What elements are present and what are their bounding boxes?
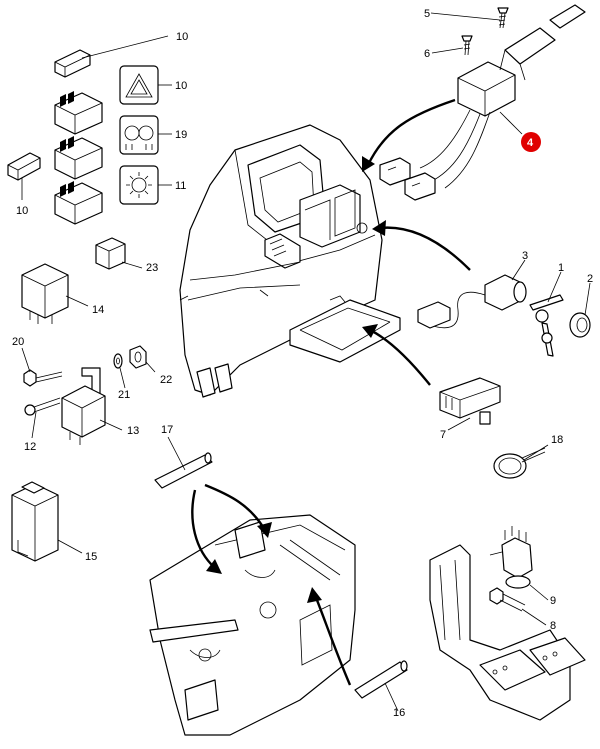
callout-22: 21 xyxy=(118,389,130,401)
callout-1: 1 xyxy=(558,262,564,274)
key-ring-2[interactable] xyxy=(569,312,591,338)
callout-15: 14 xyxy=(92,304,104,316)
callout-3: 3 xyxy=(522,250,528,262)
callout-13: 12 xyxy=(24,441,36,453)
brake-pedals xyxy=(429,544,586,721)
dashboard-cowl xyxy=(179,124,383,398)
callout-10-top: 10 xyxy=(176,31,188,43)
flasher-unit-16[interactable] xyxy=(11,481,59,562)
assembly-arrows xyxy=(191,98,471,686)
rocker-switch-20[interactable] xyxy=(54,136,103,180)
switch-mount-tray xyxy=(289,295,401,363)
callout-24: 23 xyxy=(146,262,158,274)
callout-18: 17 xyxy=(161,424,173,436)
ignition-key-1[interactable] xyxy=(529,294,564,357)
headlight-icon xyxy=(119,115,159,155)
light-switch-4[interactable] xyxy=(379,4,586,201)
rocker-switch-12[interactable] xyxy=(54,181,103,225)
callout-17: 16 xyxy=(393,707,405,719)
callout-6: 6 xyxy=(424,48,430,60)
pedal-switch-9[interactable] xyxy=(489,526,533,589)
pin-17[interactable] xyxy=(354,660,408,699)
callout-23: 22 xyxy=(160,374,172,386)
callout-2: 2 xyxy=(587,273,593,285)
screw-6[interactable] xyxy=(461,35,473,56)
callout-10-bottom: 10 xyxy=(16,205,28,217)
ignition-switch-3[interactable] xyxy=(417,274,527,329)
pedal-bracket-frame xyxy=(149,514,356,736)
callout-14: 13 xyxy=(127,425,139,437)
callout-19: 18 xyxy=(551,434,563,446)
cable-tie-19[interactable] xyxy=(493,447,546,479)
callout-5: 5 xyxy=(424,8,430,20)
washer-22[interactable] xyxy=(113,353,123,369)
callout-16: 15 xyxy=(85,551,97,563)
callout-12: 11 xyxy=(175,180,186,192)
highlight-badge-4[interactable] xyxy=(521,132,541,152)
callout-4: 4 xyxy=(527,137,534,149)
rocker-switch-11[interactable] xyxy=(54,91,103,135)
screw-13[interactable] xyxy=(24,397,61,416)
bolt-21[interactable] xyxy=(23,369,63,387)
switch-cover-10-bottom[interactable] xyxy=(7,152,41,181)
connector-block-7[interactable] xyxy=(439,377,501,425)
callout-20: 19 xyxy=(175,129,187,141)
pin-18[interactable] xyxy=(154,452,213,489)
hazard-warning-icon xyxy=(119,65,159,105)
callout-9: 9 xyxy=(550,595,556,607)
relay-24[interactable] xyxy=(95,237,126,270)
switch-cover-10-top[interactable] xyxy=(54,49,91,78)
callout-labels: 10 10 19 11 10 23 14 20 21 22 13 12 15 5… xyxy=(12,8,593,719)
bolt-8[interactable] xyxy=(489,587,526,612)
leader-lines xyxy=(21,12,591,712)
screw-5[interactable] xyxy=(497,7,509,29)
callout-8: 8 xyxy=(550,620,556,632)
work-light-icon xyxy=(119,165,159,205)
relay-bracket-14[interactable] xyxy=(61,367,106,445)
callout-7: 7 xyxy=(440,429,446,441)
callout-11: 10 xyxy=(175,80,187,92)
nut-23[interactable] xyxy=(129,345,147,369)
relay-15[interactable] xyxy=(21,263,69,324)
callout-21: 20 xyxy=(12,336,24,348)
